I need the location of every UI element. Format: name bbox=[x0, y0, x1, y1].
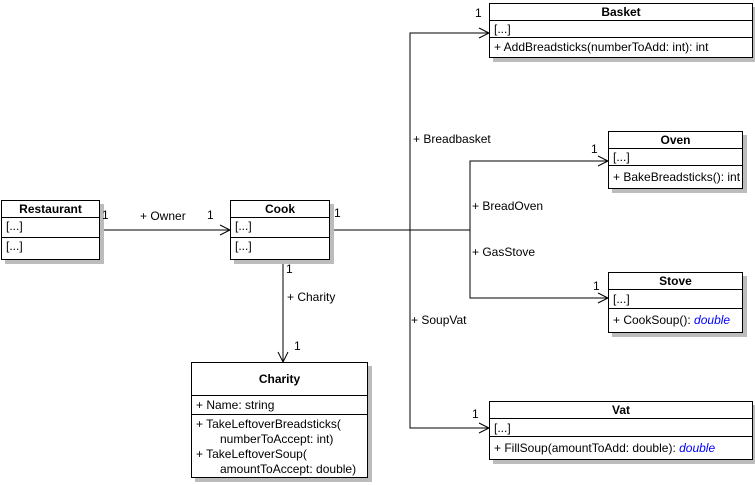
charity-target-multiplicity[interactable]: 1 bbox=[294, 339, 301, 353]
breadoven-target-multiplicity[interactable]: 1 bbox=[591, 142, 598, 156]
class-basket-attributes: [...] bbox=[490, 21, 752, 38]
owner-target-multiplicity[interactable]: 1 bbox=[207, 208, 214, 222]
charity-operation2-line1: + TakeLeftoverSoup( bbox=[196, 447, 307, 461]
owner-role-label[interactable]: + Owner bbox=[140, 209, 186, 223]
class-cook[interactable]: Cook [...] [...] bbox=[230, 200, 330, 260]
charity-operation1-line2: numberToAccept: int) bbox=[220, 432, 334, 446]
gasstove-association-line[interactable] bbox=[469, 230, 610, 304]
owner-association-line[interactable] bbox=[100, 224, 232, 236]
class-basket-title: Basket bbox=[490, 4, 752, 21]
vat-operation-return-type: double bbox=[679, 441, 716, 455]
breadbasket-role-label[interactable]: + Breadbasket bbox=[413, 132, 491, 146]
class-stove-title: Stove bbox=[609, 273, 742, 290]
class-vat-operations: + FillSoup(amountToAdd: double): double bbox=[490, 437, 752, 459]
class-cook-operations: [...] bbox=[235, 239, 252, 253]
class-charity-operations: + TakeLeftoverBreadsticks( numberToAccep… bbox=[192, 415, 367, 477]
class-restaurant-title: Restaurant bbox=[2, 201, 99, 218]
class-vat-attributes: [...] bbox=[490, 419, 752, 437]
breadbasket-source-multiplicity[interactable]: 1 bbox=[334, 206, 341, 220]
gasstove-target-multiplicity[interactable]: 1 bbox=[593, 279, 600, 293]
class-oven-attributes: [...] bbox=[609, 149, 742, 166]
class-charity[interactable]: Charity + Name: string + TakeLeftoverBre… bbox=[191, 362, 368, 478]
charity-source-multiplicity[interactable]: 1 bbox=[286, 262, 293, 276]
soupvat-association-line[interactable] bbox=[409, 230, 491, 434]
class-charity-title: Charity bbox=[192, 363, 367, 396]
class-stove-operations: + CookSoup(): double bbox=[609, 309, 742, 332]
class-vat[interactable]: Vat [...] + FillSoup(amountToAdd: double… bbox=[489, 401, 753, 460]
breadoven-association-line[interactable] bbox=[469, 155, 610, 230]
class-restaurant[interactable]: Restaurant [...] [...] bbox=[1, 200, 100, 260]
stove-operation-return-type: double bbox=[694, 313, 731, 327]
charity-operation1-line1: + TakeLeftoverBreadsticks( bbox=[196, 417, 341, 431]
class-charity-attributes: + Name: string bbox=[192, 396, 367, 415]
soupvat-role-label[interactable]: + SoupVat bbox=[411, 313, 467, 327]
class-stove[interactable]: Stove [...] + CookSoup(): double bbox=[608, 272, 743, 333]
class-stove-attributes: [...] bbox=[609, 290, 742, 309]
class-basket[interactable]: Basket [...] + AddBreadsticks(numberToAd… bbox=[489, 3, 753, 58]
stove-operation-text: + CookSoup(): bbox=[613, 313, 695, 327]
class-vat-title: Vat bbox=[490, 402, 752, 419]
class-oven[interactable]: Oven [...] + BakeBreadsticks(): int bbox=[608, 131, 743, 189]
soupvat-target-multiplicity[interactable]: 1 bbox=[472, 407, 479, 421]
gasstove-role-label[interactable]: + GasStove bbox=[472, 245, 536, 259]
class-basket-operations: + AddBreadsticks(numberToAdd: int): int bbox=[494, 40, 709, 54]
class-restaurant-attributes: [...] bbox=[2, 218, 99, 238]
breadoven-role-label[interactable]: + BreadOven bbox=[472, 199, 544, 213]
class-oven-operations: + BakeBreadsticks(): int bbox=[613, 170, 741, 184]
charity-role-label[interactable]: + Charity bbox=[287, 290, 336, 304]
owner-source-multiplicity[interactable]: 1 bbox=[102, 208, 109, 222]
class-cook-attributes: [...] bbox=[231, 218, 329, 238]
vat-operation-text: + FillSoup(amountToAdd: double): bbox=[494, 441, 680, 455]
class-cook-title: Cook bbox=[231, 201, 329, 218]
charity-operation2-line2: amountToAccept: double) bbox=[220, 462, 357, 476]
class-oven-title: Oven bbox=[609, 132, 742, 149]
class-restaurant-operations: [...] bbox=[6, 239, 23, 253]
breadbasket-target-multiplicity[interactable]: 1 bbox=[475, 6, 482, 20]
